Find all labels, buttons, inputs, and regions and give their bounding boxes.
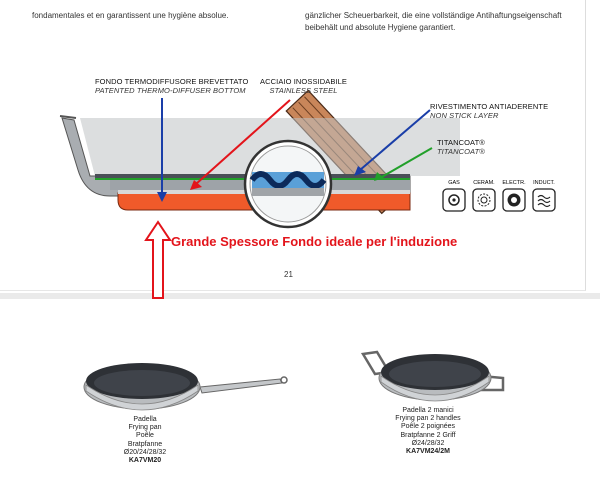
hob-label-electric: ELECTR. [502, 180, 526, 186]
product-2-name-fr: Poêle 2 poignées [400, 423, 456, 431]
product-1-name-de: Bratpfanne [127, 440, 163, 448]
product-2-name-de: Bratpfanne 2 Griff [400, 431, 456, 439]
frying-pan-2-handles-image [360, 350, 505, 402]
stainless-steel-label-en: STAINLESS STEEL [269, 86, 338, 95]
titancoat-label-it: TITANCOAT® [437, 138, 485, 147]
product-caption-frying-pan: Padella Frying pan Poêle Bratpfanne Ø20/… [110, 416, 180, 465]
product-2-sizes: Ø24/28/32 [411, 439, 445, 447]
page-number: 21 [284, 270, 293, 279]
magnifier-detail [243, 139, 333, 229]
non-stick-label-en: NON STICK LAYER [430, 111, 499, 120]
product-1-code: KA7VM20 [128, 457, 162, 465]
right-text-snippet-2: beibehält und absolute Hygiene garantier… [305, 23, 456, 32]
product-1-name-it: Padella [133, 416, 157, 423]
thermo-diffuser-label: FONDO TERMODIFFUSORE BREVETTATO PATENTED… [95, 77, 248, 95]
titancoat-label: TITANCOAT® TITANCOAT® [437, 138, 485, 156]
hob-label-gas: GAS [448, 180, 460, 186]
thermo-diffuser-label-en: PATENTED THERMO-DIFFUSER BOTTOM [95, 86, 246, 95]
navy-pointer-arrow [354, 109, 431, 176]
product-caption-frying-pan-2-handles: Padella 2 manici Frying pan 2 handles Po… [383, 407, 473, 456]
non-stick-label-it: RIVESTIMENTO ANTIADERENTE [430, 102, 549, 111]
red-up-arrow [144, 220, 172, 299]
frying-pan-image [83, 363, 288, 411]
stainless-steel-label-it: ACCIAIO INOSSIDABILE [260, 77, 348, 86]
titancoat-label-en: TITANCOAT® [437, 147, 485, 156]
product-1-name-en: Frying pan [128, 424, 162, 432]
red-pointer-arrow [190, 99, 291, 190]
product-2-name-it: Padella 2 manici [402, 407, 454, 414]
left-text-snippet: fondamentales et en garantissent une hyg… [32, 11, 229, 20]
product-2-name-en: Frying pan 2 handles [395, 415, 461, 423]
hob-label-induction: INDUCT. [533, 180, 555, 186]
product-2-code: KA7VM24/2M [406, 448, 450, 456]
hob-compatibility: GAS CERAM. ELECTR. INDUCT. [440, 180, 560, 220]
non-stick-label: RIVESTIMENTO ANTIADERENTE NON STICK LAYE… [430, 102, 548, 120]
stainless-steel-label: ACCIAIO INOSSIDABILE STAINLESS STEEL [260, 77, 347, 95]
product-1-sizes: Ø20/24/28/32 [123, 448, 167, 456]
blue-pointer-arrow [157, 98, 167, 202]
thermo-diffuser-label-it: FONDO TERMODIFFUSORE BREVETTATO [95, 77, 249, 86]
electric-hob-icon [502, 188, 526, 212]
product-1-name-fr: Poêle [136, 432, 154, 440]
pan-cross-section-diagram [59, 89, 460, 299]
green-pointer-arrow [374, 147, 433, 181]
induction-note: Grande Spessore Fondo ideale per l'induz… [171, 234, 458, 249]
hob-label-ceramic: CERAM. [473, 180, 495, 186]
ceramic-hob-icon [472, 188, 496, 212]
gas-hob-icon [442, 188, 466, 212]
induction-hob-icon [532, 188, 556, 212]
right-text-snippet-1: gänzlicher Scheuerbarkeit, die eine voll… [305, 11, 562, 20]
page-separator [0, 293, 600, 299]
